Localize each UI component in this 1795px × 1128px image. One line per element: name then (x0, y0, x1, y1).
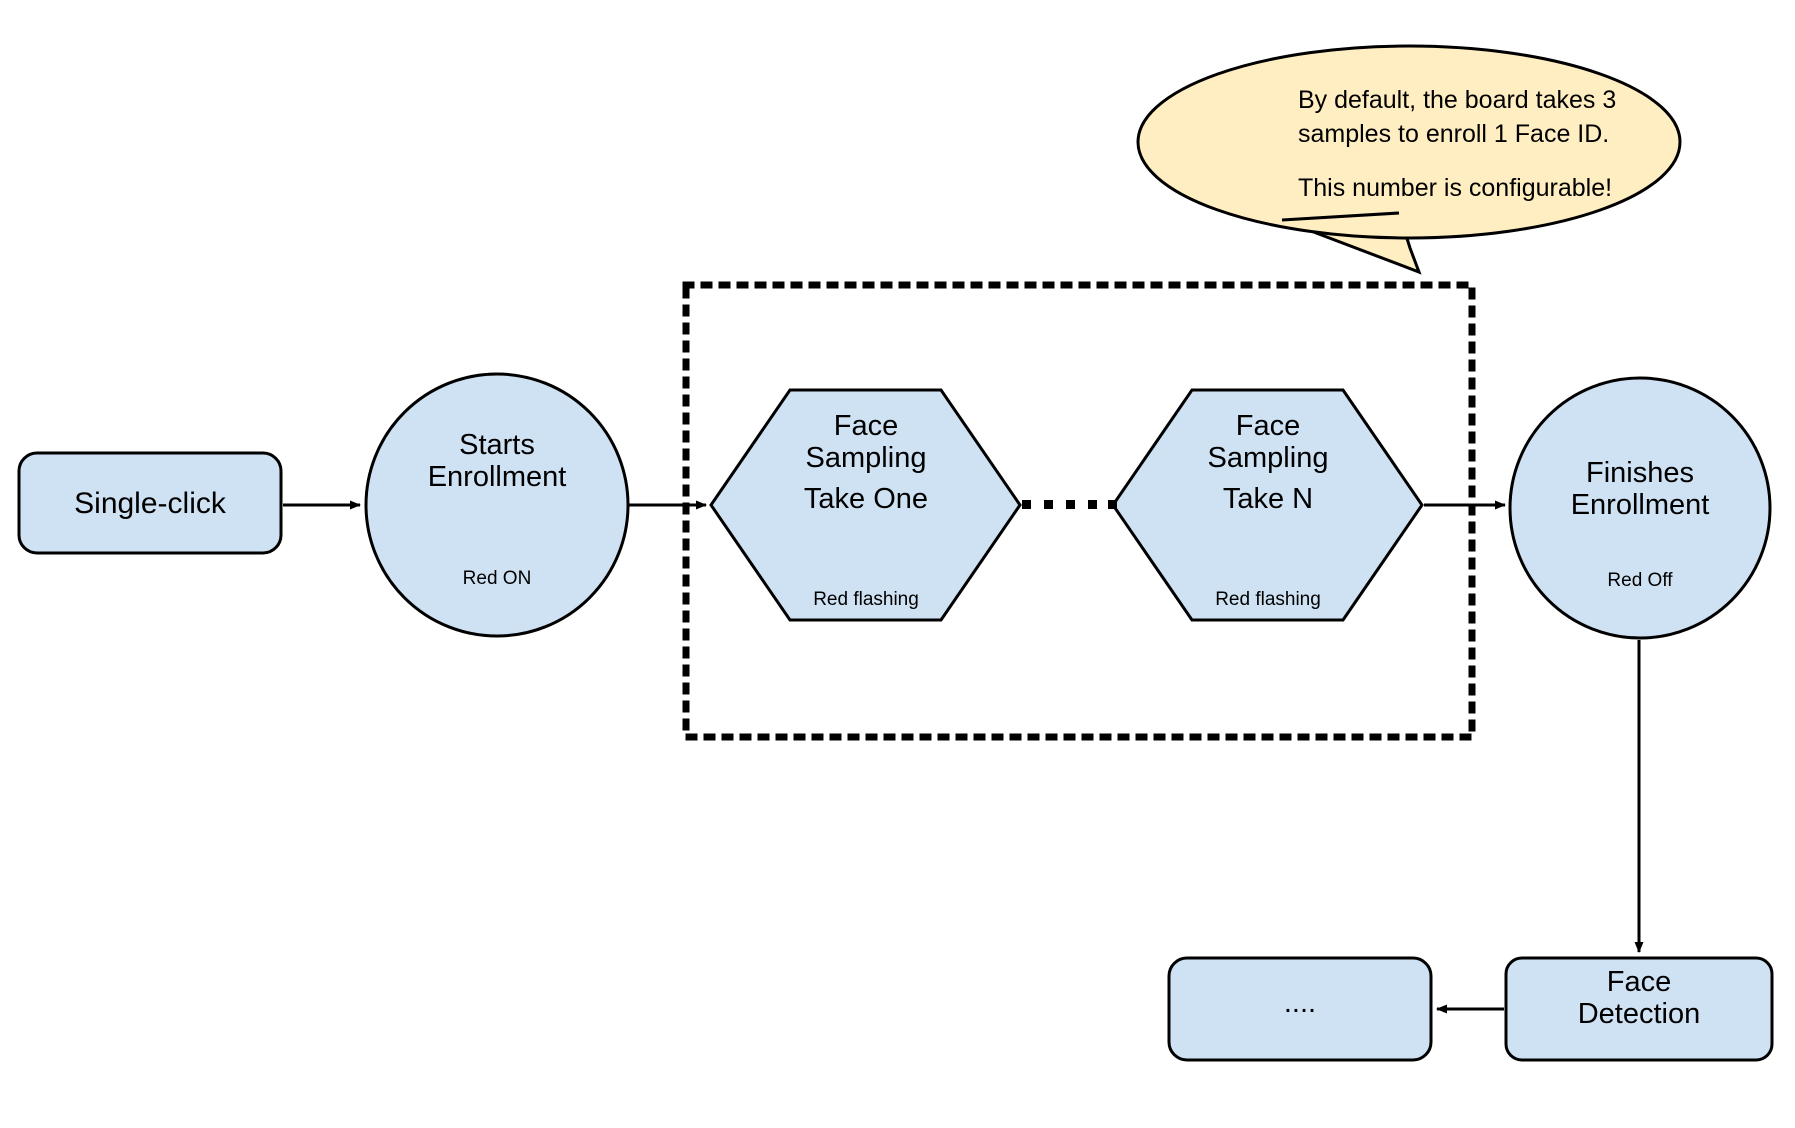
sampling-ellipsis-dots (1022, 500, 1117, 509)
callout-spacer (1298, 152, 1638, 172)
node-face-sampling-n-shape[interactable] (1111, 388, 1424, 622)
callout-tail-inner-edge (1281, 211, 1400, 222)
callout-line-3: This number is configurable! (1298, 173, 1613, 202)
callout-bubble (1136, 44, 1682, 275)
callout-line-2: samples to enroll 1 Face ID. (1298, 119, 1610, 148)
node-continuation-shape[interactable] (1167, 956, 1433, 1062)
node-face-detection-shape[interactable] (1504, 956, 1774, 1062)
callout-body (1136, 44, 1682, 240)
callout-message: By default, the board takes 3 samples to… (1298, 84, 1638, 205)
node-starts-enrollment-shape[interactable] (364, 372, 630, 638)
node-face-sampling-one-shape[interactable] (709, 388, 1022, 622)
face-sampling-group-boundary (682, 281, 1476, 741)
callout-line-1: By default, the board takes 3 (1298, 86, 1617, 114)
node-single-click-shape[interactable] (17, 451, 283, 555)
node-finishes-enrollment-shape[interactable] (1508, 376, 1772, 640)
